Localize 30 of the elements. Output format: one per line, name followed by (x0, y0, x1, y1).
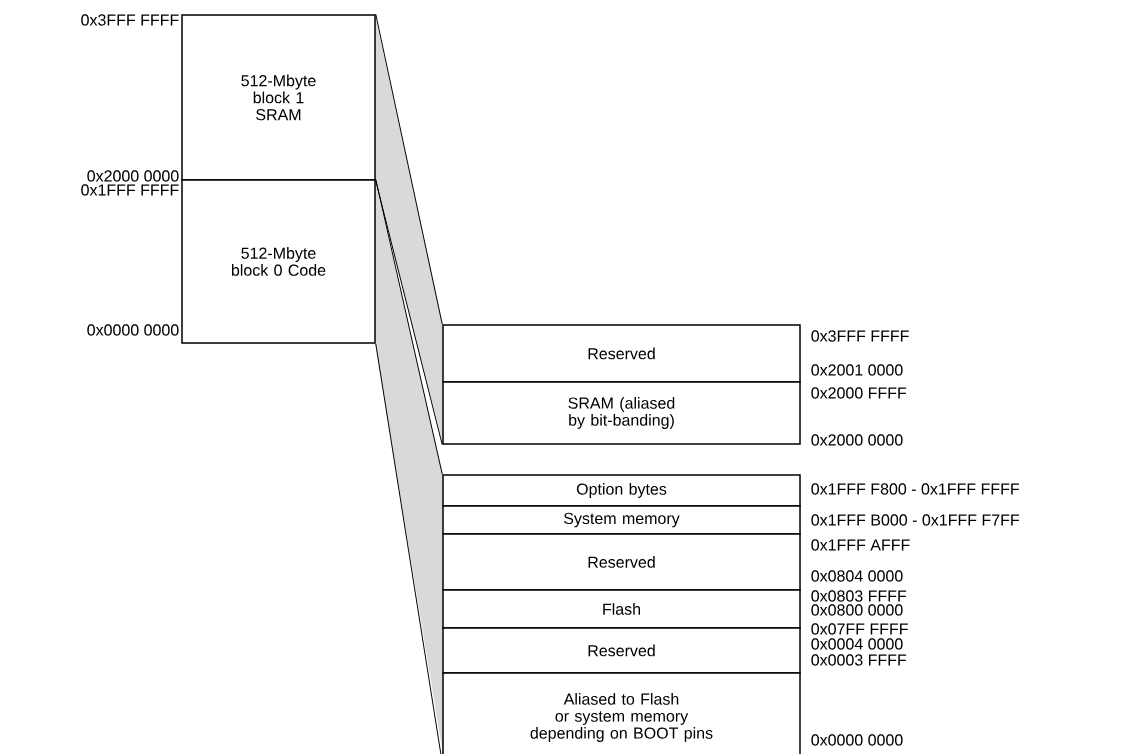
address-label: 0x3FFF FFFF (81, 14, 179, 26)
memory-region-cell: Reserved (442, 533, 801, 591)
projection-line (375, 13, 443, 325)
address-label: 0x0803 FFFF (811, 590, 907, 602)
memory-block: 512-Mbyte block 1 SRAM (181, 14, 376, 181)
memory-block: 512-Mbyte block 0 Code (181, 179, 376, 344)
memory-region-cell: System memory (442, 505, 801, 535)
address-label: 0x0000 0000 (87, 324, 179, 336)
address-label: 0x1FFF F800 - 0x1FFF FFFF (811, 483, 1019, 495)
memory-region-cell: Aliased to Flash or system memory depending on BOOT pins (442, 672, 801, 754)
memory-region-cell: Flash (442, 589, 801, 629)
address-label: 0x3FFF FFFF (811, 330, 909, 342)
projection-line (375, 343, 443, 754)
address-label: 0x2000 0000 (87, 170, 179, 182)
address-label: 0x2000 0000 (811, 434, 903, 446)
memory-region-cell: Reserved (442, 324, 801, 383)
memory-region-cell: SRAM (aliased by bit-banding) (442, 381, 801, 445)
address-label: 0x1FFF AFFF (811, 539, 910, 551)
address-label: 0x1FFF B000 - 0x1FFF F7FF (811, 514, 1020, 526)
address-label: 0x0003 FFFF (811, 654, 907, 666)
address-label: 0x07FF FFFF (811, 623, 908, 635)
address-label: 0x0004 0000 (811, 638, 903, 650)
memory-region-cell: Option bytes (442, 474, 801, 507)
memory-region-cell: Reserved (442, 627, 801, 674)
address-label: 0x0804 0000 (811, 570, 903, 582)
address-label: 0x2000 FFFF (811, 387, 907, 399)
address-label: 0x0000 0000 (811, 734, 903, 746)
address-label: 0x1FFF FFFF (81, 184, 179, 196)
address-label: 0x0800 0000 (811, 604, 903, 616)
address-label: 0x2001 0000 (811, 364, 903, 376)
